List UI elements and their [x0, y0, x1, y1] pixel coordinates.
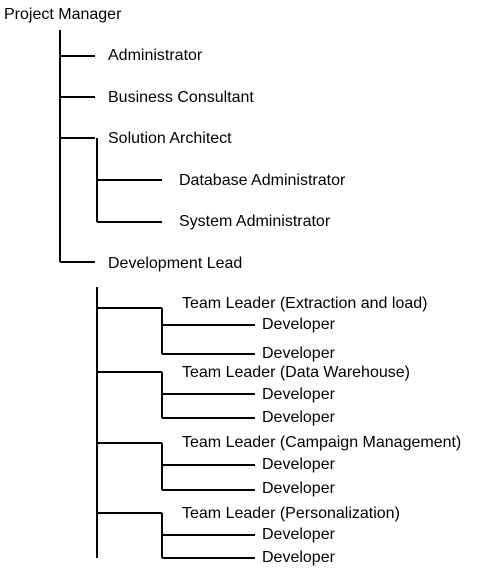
node-project-manager: Project Manager: [4, 6, 122, 23]
node-team-2-developer-1: Developer: [262, 386, 335, 403]
node-team-leader-4: Team Leader (Personalization): [182, 505, 400, 522]
node-team-2-developer-2: Developer: [262, 409, 335, 426]
node-team-1-developer-2: Developer: [262, 345, 335, 362]
node-team-4-developer-1: Developer: [262, 526, 335, 543]
node-team-4-developer-2: Developer: [262, 549, 335, 566]
node-team-3-developer-2: Developer: [262, 480, 335, 497]
node-administrator: Administrator: [108, 47, 203, 64]
node-database-administrator: Database Administrator: [179, 172, 346, 189]
node-team-1-developer-1: Developer: [262, 316, 335, 333]
node-system-administrator: System Administrator: [179, 213, 331, 230]
node-development-lead: Development Lead: [108, 255, 243, 272]
node-team-leader-3: Team Leader (Campaign Management): [182, 434, 462, 451]
node-team-leader-2: Team Leader (Data Warehouse): [182, 364, 410, 381]
node-team-leader-1: Team Leader (Extraction and load): [182, 295, 428, 312]
node-solution-architect: Solution Architect: [108, 130, 232, 147]
node-team-3-developer-1: Developer: [262, 456, 335, 473]
node-business-consultant: Business Consultant: [108, 89, 254, 106]
